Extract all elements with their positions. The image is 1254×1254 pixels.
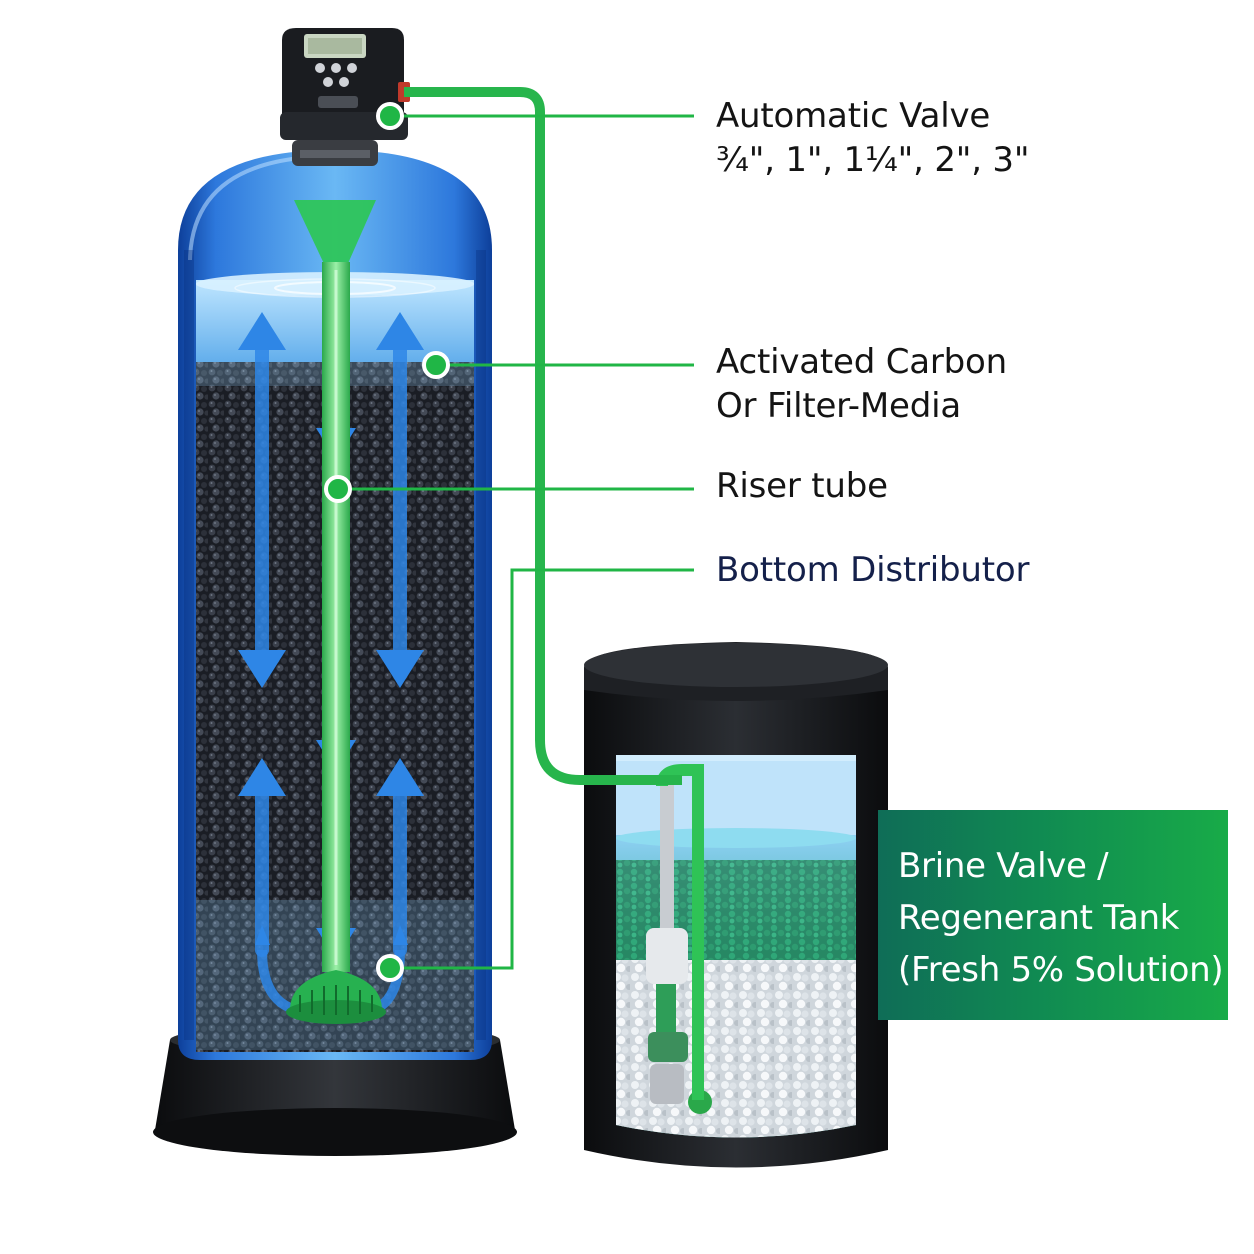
leader-lines <box>338 114 694 970</box>
label-bottom-distributor: Bottom Distributor <box>716 550 1030 590</box>
brine-tank-callout: Brine Valve / Regenerant Tank (Fresh 5% … <box>878 810 1228 1020</box>
brine-tank <box>584 642 888 1168</box>
brine-callout-line3: (Fresh 5% Solution) <box>898 950 1224 990</box>
label-activated-carbon-line1: Activated Carbon <box>716 342 1008 382</box>
flow-arrow-icon <box>255 338 407 957</box>
leader-dots <box>324 102 450 982</box>
mineral-tank <box>153 28 517 1156</box>
bottom-distributor <box>286 970 386 1024</box>
label-automatic-valve: Automatic Valve ¾", 1", 1¼", 2", 3" <box>716 94 1029 182</box>
leader-distributor <box>390 568 694 970</box>
riser-tube <box>294 200 376 972</box>
label-automatic-valve-sizes: ¾", 1", 1¼", 2", 3" <box>716 140 1030 180</box>
label-activated-carbon: Activated Carbon Or Filter-Media <box>716 340 1007 428</box>
brine-line <box>404 87 682 785</box>
label-riser-tube: Riser tube <box>716 466 888 506</box>
tank-base <box>155 1040 515 1130</box>
label-automatic-valve-title: Automatic Valve <box>716 96 991 136</box>
control-valve-head-icon <box>280 28 410 140</box>
brine-callout-line1: Brine Valve / <box>898 846 1109 886</box>
label-activated-carbon-line2: Or Filter-Media <box>716 386 961 426</box>
brine-callout-line2: Regenerant Tank <box>898 898 1180 938</box>
